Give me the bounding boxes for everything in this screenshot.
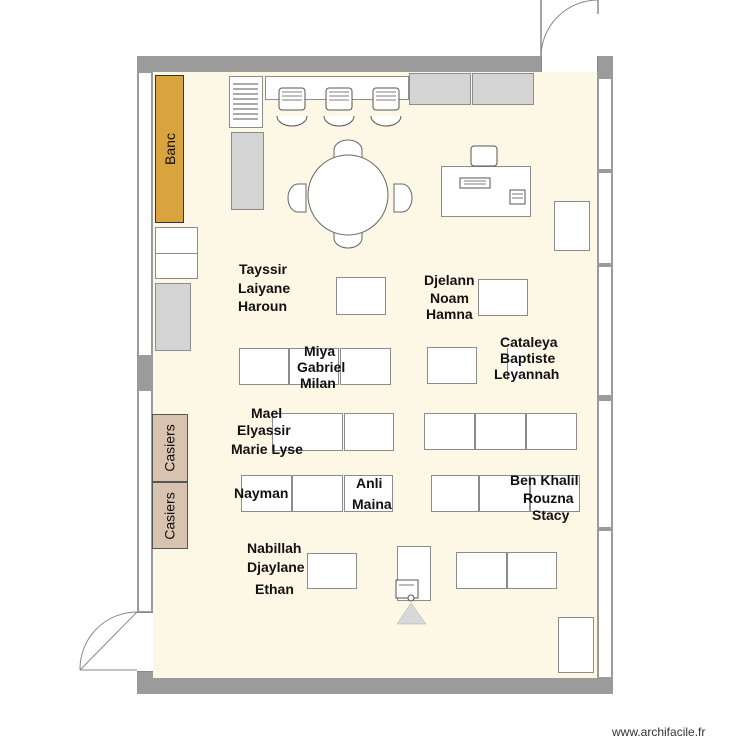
side-table-right	[554, 201, 590, 251]
desk-g6-b	[292, 475, 343, 512]
student-name: Miya	[304, 343, 336, 359]
desk-row-right-a	[424, 413, 475, 450]
lockers-bottom: Casiers	[152, 482, 188, 549]
student-name: Milan	[300, 375, 336, 391]
desk-row-right-c	[526, 413, 577, 450]
desk-g6-a	[241, 475, 292, 512]
student-name: Haroun	[238, 298, 287, 314]
door-opening-bottom	[137, 612, 153, 672]
desk-g5-b	[344, 413, 394, 451]
wall-top	[137, 56, 613, 72]
student-name: Djelann	[424, 272, 475, 288]
cabinet-left	[155, 283, 191, 351]
student-name: Marie Lyse	[231, 441, 303, 457]
student-name: Gabriel	[297, 359, 346, 375]
side-table-bottom-right	[558, 617, 594, 673]
door-opening-top	[541, 56, 598, 72]
desk-g8-a	[431, 475, 479, 512]
student-name: Anli	[356, 475, 383, 491]
student-name: Cataleya	[500, 334, 558, 350]
window-right-1	[598, 78, 612, 170]
desk-g7	[344, 475, 393, 512]
desk-g3-a	[239, 348, 289, 385]
student-name: Ben Khalil	[510, 472, 579, 488]
window-left-1	[138, 72, 152, 356]
wall-bottom	[137, 678, 613, 694]
student-name: Maina	[352, 496, 392, 512]
desk-g8-c	[530, 475, 580, 512]
desk-g4-b	[507, 348, 525, 380]
student-name: Rouzna	[523, 490, 574, 506]
cabinet-left-tall	[231, 132, 264, 210]
student-name: Baptiste	[500, 350, 556, 366]
desk-row-right-b	[475, 413, 526, 450]
desk-g2	[478, 279, 528, 316]
student-name: Mael	[251, 405, 283, 421]
student-name: Tayssir	[239, 261, 287, 277]
desk-g3-b	[289, 348, 339, 385]
student-name: Noam	[430, 290, 469, 306]
window-left-2	[138, 390, 152, 612]
window-right-3	[598, 266, 612, 396]
student-name: Nayman	[234, 485, 289, 501]
student-name: Hamna	[426, 306, 473, 322]
desk-front-a	[456, 552, 507, 589]
desk-g8-b	[479, 475, 530, 512]
student-name: Leyannah	[494, 366, 560, 382]
student-name: Ethan	[255, 581, 294, 597]
student-name: Stacy	[532, 507, 570, 523]
window-right-5	[598, 530, 612, 678]
student-name: Elyassir	[237, 422, 291, 438]
cabinet-top-1	[409, 73, 471, 105]
student-name: Nabillah	[247, 540, 302, 556]
window-right-2	[598, 172, 612, 264]
desk-g9	[307, 553, 357, 589]
bench: Banc	[155, 75, 184, 223]
desk-g4-a	[427, 347, 477, 384]
lockers-top: Casiers	[152, 414, 188, 482]
student-name: Laiyane	[238, 280, 291, 296]
watermark: www.archifacile.fr	[612, 725, 706, 739]
window-right-4	[598, 400, 612, 528]
shelf-left-divider	[155, 253, 198, 254]
student-name: Djaylane	[247, 559, 305, 575]
desk-g5-a	[272, 413, 343, 451]
desk-front-b	[507, 552, 557, 589]
desk-g3-c	[340, 348, 391, 385]
desk-g1	[336, 277, 386, 315]
cabinet-top-2	[472, 73, 534, 105]
